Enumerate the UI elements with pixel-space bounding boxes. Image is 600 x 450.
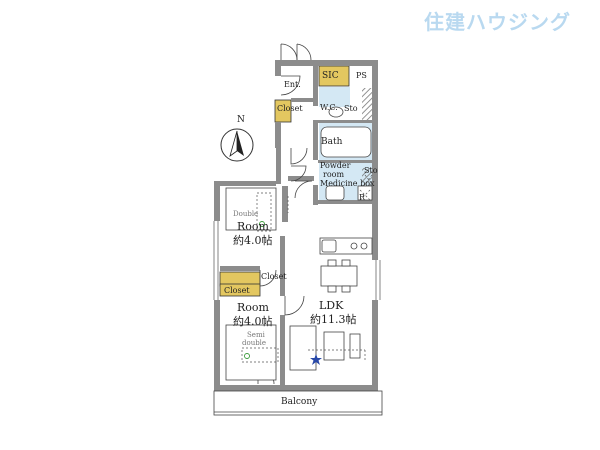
wc-label: W.C. bbox=[320, 103, 338, 112]
shaft-hatch-2 bbox=[362, 168, 375, 188]
refrigerator-label: R bbox=[359, 193, 366, 202]
dining-chair-4 bbox=[341, 285, 351, 293]
toilet bbox=[328, 106, 344, 118]
refrigerator-space bbox=[357, 185, 373, 201]
interior-walls bbox=[220, 66, 376, 385]
ps-label: PS bbox=[356, 71, 367, 80]
entrance-label: Ent. bbox=[284, 80, 301, 89]
dining-chair-2 bbox=[341, 259, 351, 267]
balcony-label: Balcony bbox=[281, 397, 318, 407]
room1-name: Room bbox=[237, 220, 269, 233]
room2-closet-label: Closet bbox=[224, 286, 250, 295]
bathtub bbox=[320, 126, 372, 158]
room2-name: Room bbox=[237, 301, 269, 314]
logo-text: 住建ハウジング bbox=[424, 10, 571, 34]
compass-north-label: N bbox=[237, 115, 245, 125]
wc-floor bbox=[319, 87, 350, 107]
wash-basin bbox=[325, 185, 345, 201]
semi-double-bed bbox=[225, 324, 277, 381]
double-bed bbox=[225, 187, 277, 231]
entrance-closet-label: Closet bbox=[277, 104, 303, 113]
bath-label: Bath bbox=[321, 137, 343, 147]
semi-double-bed-label-1: Semi bbox=[247, 331, 265, 339]
stove-burner-2 bbox=[360, 242, 368, 250]
medicine-box-label: Medicine box bbox=[320, 179, 375, 188]
powder-room-label: room bbox=[323, 170, 345, 179]
ldk-name: LDK bbox=[319, 299, 344, 312]
stove-burner-1 bbox=[350, 242, 358, 250]
coffee-table bbox=[323, 331, 345, 361]
sofa bbox=[289, 325, 317, 371]
kitchen-sink bbox=[321, 239, 337, 253]
room2-closet-b bbox=[219, 283, 261, 297]
ldk-size: 約11.3帖 bbox=[310, 313, 357, 326]
double-bed-label: Double bbox=[233, 210, 259, 218]
star-marker bbox=[310, 354, 322, 365]
sic-label: SIC bbox=[322, 71, 339, 81]
company-logo: 住建ハウジング bbox=[424, 6, 594, 34]
tv-stand bbox=[349, 333, 361, 359]
entrance-closet bbox=[274, 99, 292, 123]
room1-closet-label: Closet bbox=[261, 272, 287, 281]
outlets bbox=[244, 221, 265, 359]
dining-chair-3 bbox=[327, 285, 337, 293]
compass bbox=[220, 128, 254, 162]
storage2-label: Sto bbox=[364, 166, 378, 175]
dashed-lines bbox=[241, 174, 373, 363]
balcony bbox=[213, 385, 383, 416]
storage-label: Sto bbox=[344, 104, 358, 113]
room2-size: 約4.0帖 bbox=[233, 315, 273, 328]
dining-chair-1 bbox=[327, 259, 337, 267]
windows bbox=[213, 221, 381, 300]
room1-size: 約4.0帖 bbox=[233, 234, 273, 247]
powder-label: Powder bbox=[320, 161, 351, 170]
dining-table bbox=[320, 265, 358, 287]
fixtures bbox=[225, 106, 373, 381]
semi-double-bed-label-2: double bbox=[242, 339, 267, 347]
